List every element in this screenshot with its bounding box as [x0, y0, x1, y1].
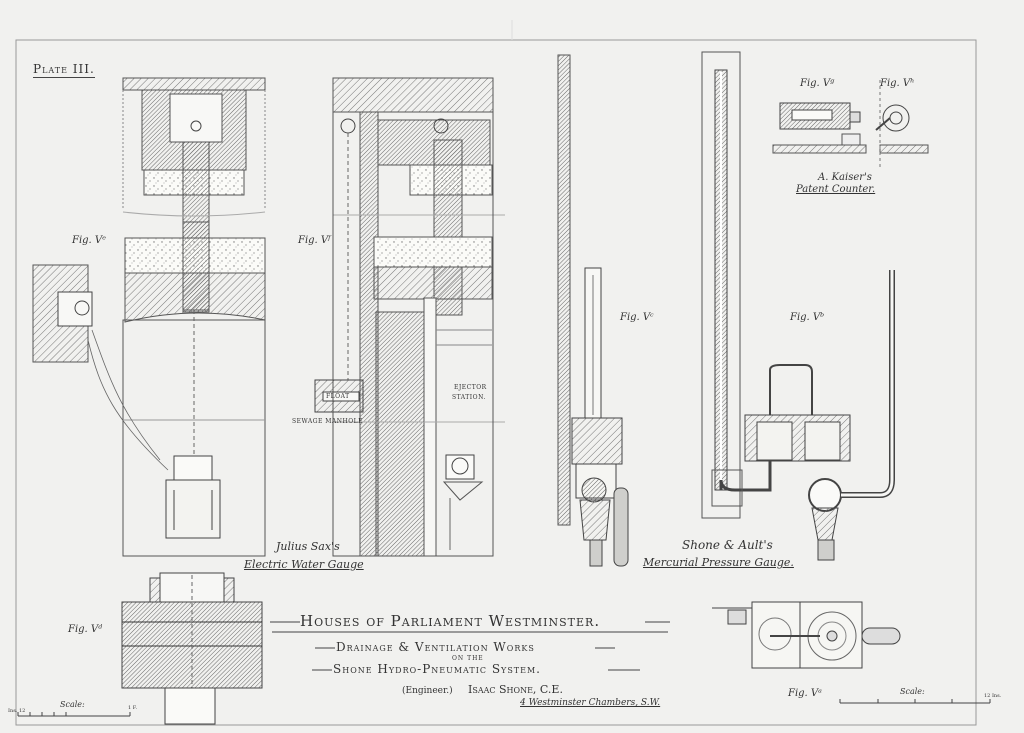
title-rules — [270, 621, 670, 671]
scale-left-start: Ins. 12 — [8, 708, 26, 714]
sewage-manhole-label: SEWAGE MANHOLE — [292, 418, 364, 425]
fig-vf-label: Fig. Vᶠ — [298, 235, 331, 246]
scale-right-label: Scale: — [900, 687, 925, 696]
scale-left-end: 1 F. — [128, 705, 138, 711]
scale-left — [17, 712, 131, 717]
title-line-1: Houses of Parliament Westminster. — [300, 612, 601, 630]
fig-vg-vh-counter — [772, 80, 929, 170]
fig-vg-label: Fig. Vᵍ — [800, 78, 835, 89]
shone-caption-2: Mercurial Pressure Gauge. — [643, 556, 794, 569]
fig-vb-label: Fig. Vᵇ — [790, 312, 825, 323]
ejector-label-2: STATION. — [452, 394, 486, 401]
sax-caption-2: Electric Water Gauge — [244, 558, 364, 571]
fig-ve-section — [32, 77, 266, 557]
fig-vf-section — [314, 77, 505, 557]
title-line-4: Shone Hydro-Pneumatic System. — [333, 662, 541, 676]
shone-caption-1: Shone & Ault's — [682, 538, 773, 552]
fig-vb-gauge — [701, 51, 895, 561]
engineer-name: Isaac Shone, C.E. — [468, 683, 563, 696]
kaiser-caption-2: Patent Counter. — [796, 184, 876, 195]
fig-va-label: Fig. Vᵃ — [788, 688, 822, 699]
scale-right-end: 12 Ins. — [984, 693, 1002, 699]
plate-border — [15, 39, 977, 726]
ejector-label-1: EJECTOR — [454, 384, 487, 391]
scale-left-label: Scale: — [60, 700, 85, 709]
title-line-2: Drainage & Ventilation Works — [336, 640, 535, 654]
kaiser-caption-1: A. Kaiser's — [818, 172, 872, 183]
fig-ve-label: Fig. Vᵉ — [72, 235, 106, 246]
engineer-address: 4 Westminster Chambers, S.W. — [520, 698, 661, 708]
engineer-prefix: (Engineer.) — [402, 686, 453, 696]
fig-vc-gauge — [557, 54, 629, 567]
fig-vd-section — [121, 572, 263, 725]
plate-label: Plate III. — [33, 62, 95, 78]
fig-vd-label: Fig. Vᵈ — [68, 624, 103, 635]
fig-va-apparatus — [712, 601, 901, 669]
fig-vc-label: Fig. Vᶜ — [620, 312, 654, 323]
fig-vh-label: Fig. Vʰ — [880, 78, 915, 89]
float-label: FLOAT — [326, 393, 350, 400]
sax-caption-1: Julius Sax's — [276, 540, 340, 553]
title-line-3: ON THE — [452, 655, 484, 662]
scale-right — [839, 699, 991, 704]
